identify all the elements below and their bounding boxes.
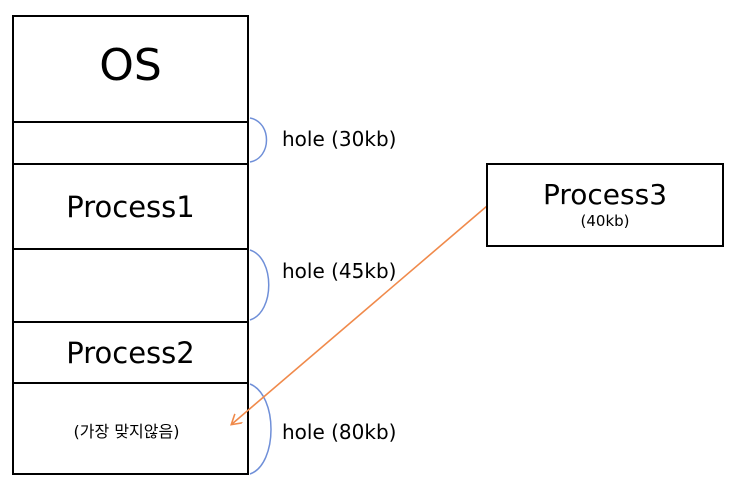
process2-block: Process2 xyxy=(12,321,249,382)
process2-label: Process2 xyxy=(66,335,195,370)
brace-hole-30kb xyxy=(249,117,268,163)
memory-stack xyxy=(12,15,249,475)
hole-30kb-label: hole (30kb) xyxy=(282,127,397,151)
hole-30kb-block xyxy=(12,121,249,163)
process1-label: Process1 xyxy=(66,189,195,224)
process1-block: Process1 xyxy=(12,163,249,248)
process3-box: Process3 (40kb) xyxy=(486,163,724,247)
hole-45kb-label: hole (45kb) xyxy=(282,259,397,283)
hole-80kb-block: (가장 맞지않음) xyxy=(12,382,249,475)
process3-label: Process3 xyxy=(542,178,668,211)
hole-45kb-block xyxy=(12,248,249,321)
hole-80kb-label: hole (80kb) xyxy=(282,420,397,444)
not-fit-note: (가장 맞지않음) xyxy=(73,421,180,441)
brace-hole-80kb xyxy=(249,383,272,475)
process3-size: (40kb) xyxy=(580,212,630,230)
os-block: OS xyxy=(12,15,249,116)
placement-arrow xyxy=(232,205,488,424)
os-label: OS xyxy=(99,40,162,91)
brace-hole-45kb xyxy=(249,249,270,321)
